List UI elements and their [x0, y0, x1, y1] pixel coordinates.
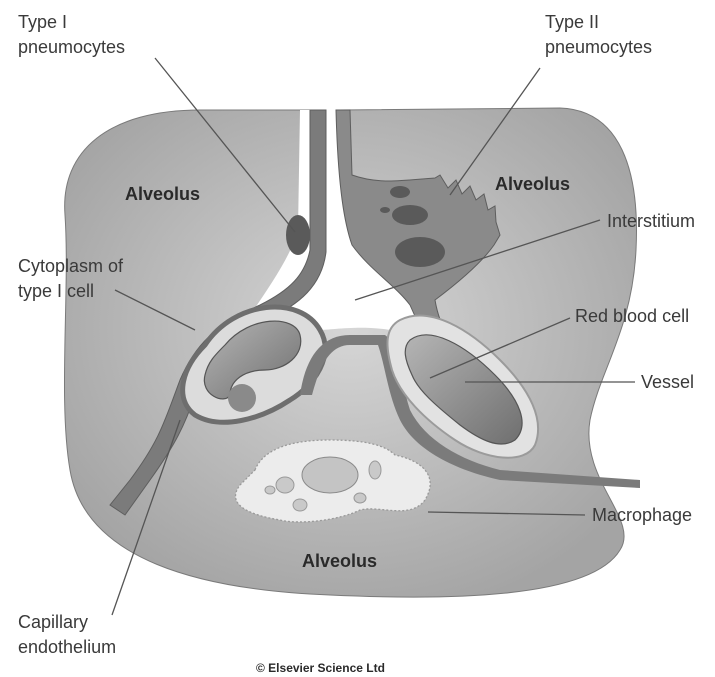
type-ii-nucleus-2 [392, 205, 428, 225]
macrophage-vacuole-4 [369, 461, 381, 479]
label-capillary-line2: endothelium [18, 637, 116, 657]
label-red-blood-cell: Red blood cell [575, 306, 689, 326]
type-ii-nucleus-1 [390, 186, 410, 198]
label-alveolus-bottom: Alveolus [302, 551, 377, 571]
label-type-ii-line1: Type II [545, 12, 599, 32]
macrophage-vacuole-5 [265, 486, 275, 494]
macrophage-vacuole-3 [354, 493, 366, 503]
type-ii-nucleus-3 [395, 237, 445, 267]
label-type-i-line1: Type I [18, 12, 67, 32]
macrophage-vacuole-2 [293, 499, 307, 511]
label-macrophage: Macrophage [592, 505, 692, 525]
label-type-ii-line2: pneumocytes [545, 37, 652, 57]
label-cytoplasm-line1: Cytoplasm of [18, 256, 124, 276]
label-capillary-line1: Capillary [18, 612, 88, 632]
label-interstitium: Interstitium [607, 211, 695, 231]
label-alveolus-right: Alveolus [495, 174, 570, 194]
copyright-notice: © Elsevier Science Ltd [256, 661, 385, 675]
label-alveolus-left: Alveolus [125, 184, 200, 204]
type-i-nucleus [286, 215, 310, 255]
macrophage-nucleus [302, 457, 358, 493]
type-ii-granule [380, 207, 390, 213]
label-vessel: Vessel [641, 372, 694, 392]
left-capillary-nucleus [228, 384, 256, 412]
label-cytoplasm-line2: type I cell [18, 281, 94, 301]
macrophage-vacuole-1 [276, 477, 294, 493]
label-type-i-line2: pneumocytes [18, 37, 125, 57]
